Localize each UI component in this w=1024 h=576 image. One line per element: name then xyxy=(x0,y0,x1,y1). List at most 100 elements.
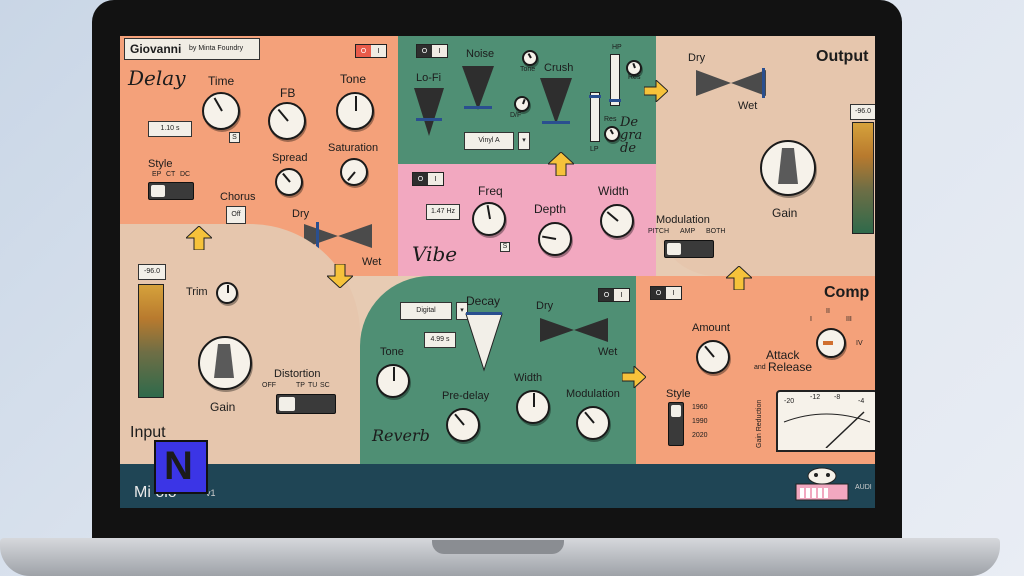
distortion-option: OFF xyxy=(262,382,276,389)
toggle-on: I xyxy=(666,287,681,299)
delay-time-value[interactable]: 1.10 s xyxy=(148,121,192,137)
noise-df-knob[interactable] xyxy=(514,96,530,112)
toggle-off: O xyxy=(417,45,432,57)
reverb-title: Reverb xyxy=(372,426,430,445)
input-distortion-switch[interactable] xyxy=(276,394,336,414)
comp-attack-release-knob[interactable] xyxy=(816,328,846,358)
reverb-mode-arrow[interactable]: ▾ xyxy=(456,302,468,320)
delay-spread-knob[interactable] xyxy=(275,168,303,196)
hp-res-label: Res xyxy=(628,74,641,81)
vibe-modulation-switch[interactable] xyxy=(664,240,714,258)
noise-tone-knob[interactable] xyxy=(522,50,538,66)
lp-res-label: Res xyxy=(604,116,617,123)
vibe-width-knob[interactable] xyxy=(600,204,634,238)
output-level-meter xyxy=(852,122,874,234)
reverb-tone-label: Tone xyxy=(380,346,404,358)
degrade-preset-arrow[interactable]: ▾ xyxy=(518,132,530,150)
output-drywet-slider[interactable] xyxy=(694,68,768,98)
vibe-rate-value[interactable]: 1.47 Hz xyxy=(426,204,460,220)
laptop-notch xyxy=(432,540,564,554)
crush-label: Crush xyxy=(544,62,574,74)
noise-slider[interactable] xyxy=(462,66,496,112)
comp-position: I xyxy=(810,316,812,323)
reverb-modulation-label: Modulation xyxy=(566,388,620,400)
delay-sync-badge[interactable]: S xyxy=(229,132,240,143)
vibe-mod-option: AMP xyxy=(680,228,696,235)
reverb-drywet-slider[interactable] xyxy=(538,316,610,344)
lp-res-knob[interactable] xyxy=(604,126,620,142)
delay-style-option: DC xyxy=(180,171,191,178)
toggle-off: O xyxy=(599,289,614,301)
reverb-decay-value[interactable]: 4.99 s xyxy=(424,332,456,348)
output-title: Output xyxy=(816,48,869,65)
meter-scale-tick: -4 xyxy=(858,398,865,405)
delay-saturation-knob[interactable] xyxy=(340,158,368,186)
vibe-mod-option: PITCH xyxy=(648,228,669,235)
degrade-title: De gra de xyxy=(620,115,643,156)
comp-style-switch[interactable] xyxy=(668,402,684,446)
reverb-width-knob[interactable] xyxy=(516,390,550,424)
distortion-option: SC xyxy=(320,382,330,389)
delay-chorus-label: Chorus xyxy=(220,191,256,203)
vibe-mod-option: BOTH xyxy=(706,228,726,235)
comp-style-label: Style xyxy=(666,388,691,400)
reverb-mode-select[interactable]: Digital xyxy=(400,302,452,320)
delay-chorus-button[interactable]: Off xyxy=(226,206,246,224)
vibe-sync-badge[interactable]: S xyxy=(500,242,510,252)
hp-label: HP xyxy=(612,44,622,51)
hp-res-knob[interactable] xyxy=(626,60,642,76)
comp-amount-knob[interactable] xyxy=(696,340,730,374)
reverb-modulation-knob[interactable] xyxy=(576,406,610,440)
delay-dry-label: Dry xyxy=(292,208,310,220)
route-arrow-up-icon xyxy=(548,152,574,176)
delay-time-knob[interactable] xyxy=(202,92,240,130)
output-gain-knob[interactable] xyxy=(760,140,816,196)
delay-title: Delay xyxy=(128,66,186,90)
input-gain-knob[interactable] xyxy=(198,336,252,390)
lofi-slider[interactable] xyxy=(414,86,446,138)
lp-slider[interactable] xyxy=(589,92,601,142)
output-dry-label: Dry xyxy=(688,52,706,64)
noise-df-label: D/F xyxy=(510,112,522,119)
n-logo-badge: N xyxy=(154,440,208,494)
distortion-option: TP xyxy=(296,382,305,389)
delay-tone-label: Tone xyxy=(340,72,367,86)
delay-style-label: Style xyxy=(148,158,173,170)
noise-label: Noise xyxy=(466,48,495,60)
input-title: Input xyxy=(130,424,166,441)
degrade-preset-select[interactable]: Vinyl A xyxy=(464,132,514,150)
reverb-decay-slider[interactable] xyxy=(464,312,504,372)
comp-position: IV xyxy=(856,340,863,347)
toggle-on: I xyxy=(371,45,386,57)
vibe-depth-knob[interactable] xyxy=(538,222,572,256)
delay-drywet-slider[interactable] xyxy=(302,222,374,250)
delay-style-switch[interactable] xyxy=(148,182,194,200)
meter-scale-tick: -20 xyxy=(784,398,795,405)
output-panel: Output Dry Wet -96.0 Gain xyxy=(656,36,875,276)
input-meter-value: -96.0 xyxy=(138,264,166,280)
toggle-off: O xyxy=(651,287,666,299)
meter-scale-tick: -8 xyxy=(834,394,841,401)
delay-tone-knob[interactable] xyxy=(336,92,374,130)
hp-slider[interactable] xyxy=(609,54,621,106)
input-trim-knob[interactable] xyxy=(216,282,238,304)
vibe-freq-knob[interactable] xyxy=(472,202,506,236)
crush-slider[interactable] xyxy=(540,78,574,126)
reverb-decay-label: Decay xyxy=(466,294,501,308)
input-trim-label: Trim xyxy=(186,286,208,298)
gain-reduction-meter: -20 -12 -8 -4 xyxy=(776,390,875,452)
vibe-modulation-label: Modulation xyxy=(656,214,710,226)
reverb-tone-knob[interactable] xyxy=(376,364,410,398)
reverb-predelay-knob[interactable] xyxy=(446,408,480,442)
distortion-option: TU xyxy=(308,382,318,389)
comp-style-option: 2020 xyxy=(692,432,708,439)
delay-fb-knob[interactable] xyxy=(268,102,306,140)
comp-style-option: 1960 xyxy=(692,404,708,411)
